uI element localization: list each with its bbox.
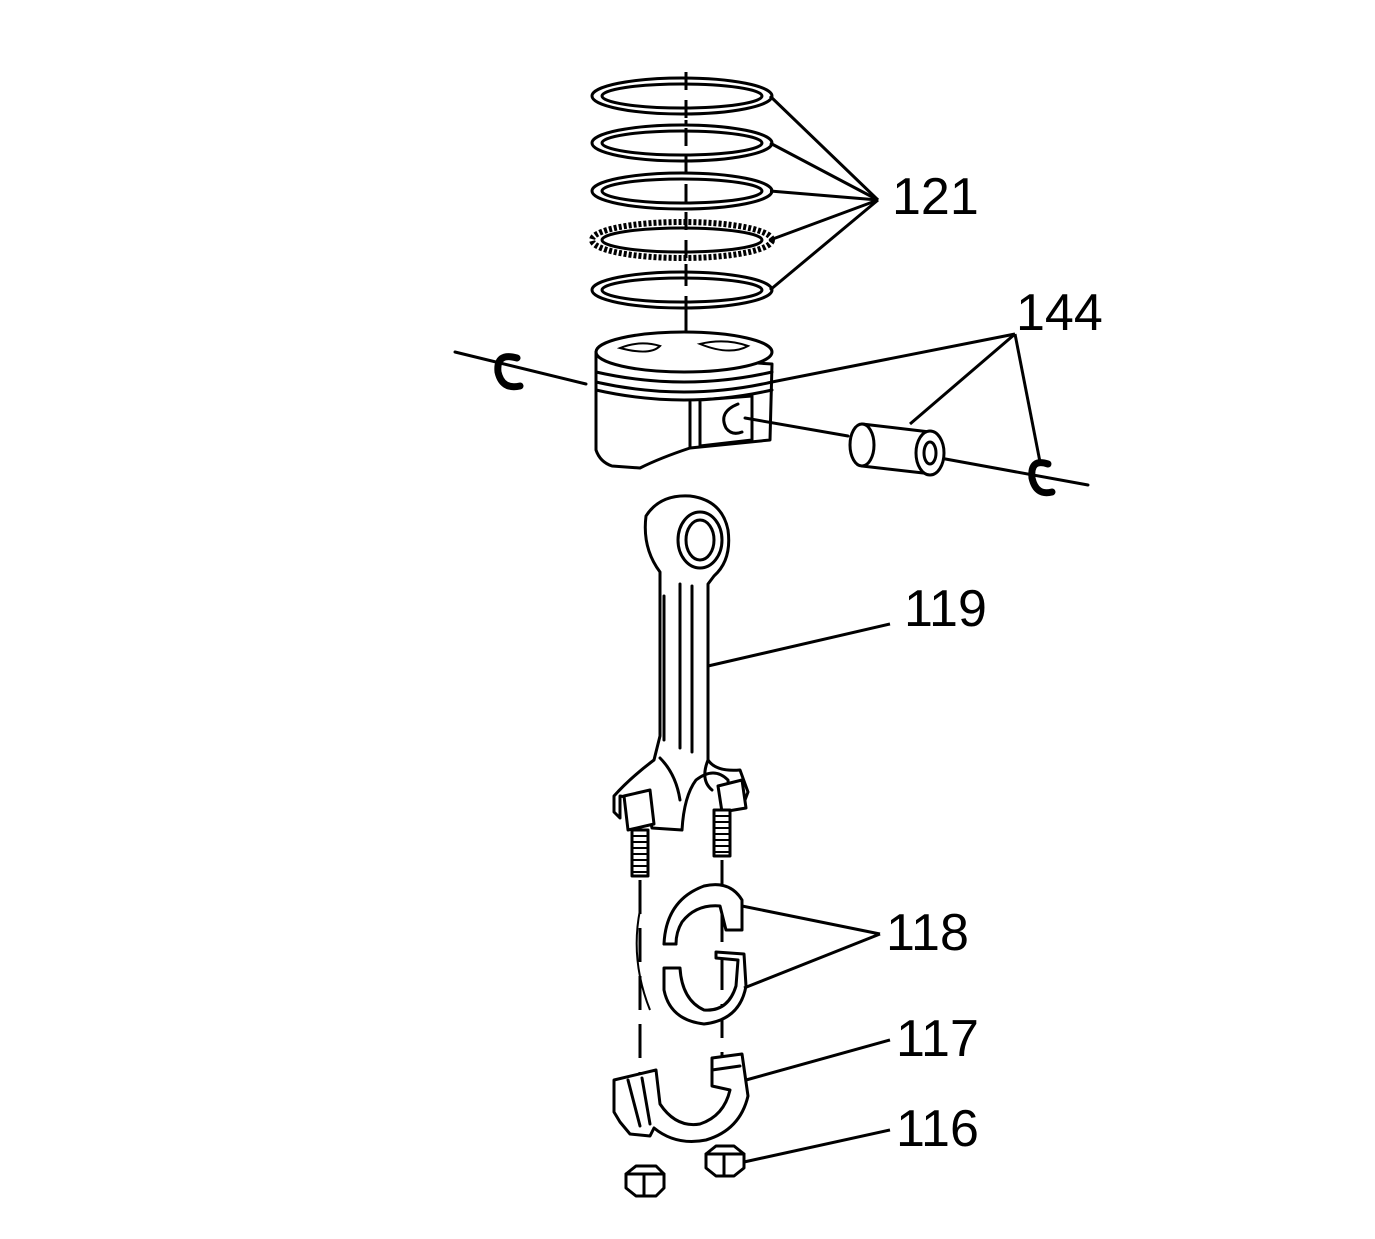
callout-117: 117	[896, 1010, 979, 1068]
pin-axis-far-right	[938, 456, 1090, 487]
leader-144	[771, 332, 1042, 463]
nut-right	[704, 1144, 746, 1178]
retainer-clip-right	[1028, 459, 1056, 497]
ring-2	[590, 123, 774, 163]
rod-cap	[612, 1052, 750, 1143]
ring-4-oil-expander	[589, 219, 775, 261]
leader-117	[745, 1038, 891, 1082]
leader-118	[741, 904, 881, 990]
leader-116	[743, 1128, 891, 1164]
callout-121: 121	[892, 168, 979, 226]
ring-3	[590, 171, 774, 211]
piston	[594, 330, 774, 470]
piston-rings	[589, 72, 775, 350]
callout-116: 116	[896, 1100, 979, 1158]
retainer-clip-left	[494, 353, 524, 391]
nut-left	[624, 1164, 666, 1198]
leader-121	[768, 94, 880, 292]
callout-118: 118	[886, 904, 969, 962]
bearing-lower	[662, 950, 748, 1026]
callout-119: 119	[904, 580, 987, 638]
pin-axis-right	[743, 416, 850, 438]
bearing-upper	[662, 883, 744, 946]
bearing-outline-ghost	[635, 909, 651, 1011]
pin-axis-left	[453, 350, 588, 386]
leader-119	[707, 622, 891, 668]
connecting-rod	[612, 494, 750, 878]
callout-144: 144	[1016, 284, 1103, 342]
ring-5	[590, 270, 774, 310]
ring-1	[590, 76, 774, 116]
piston-pin	[848, 422, 946, 477]
